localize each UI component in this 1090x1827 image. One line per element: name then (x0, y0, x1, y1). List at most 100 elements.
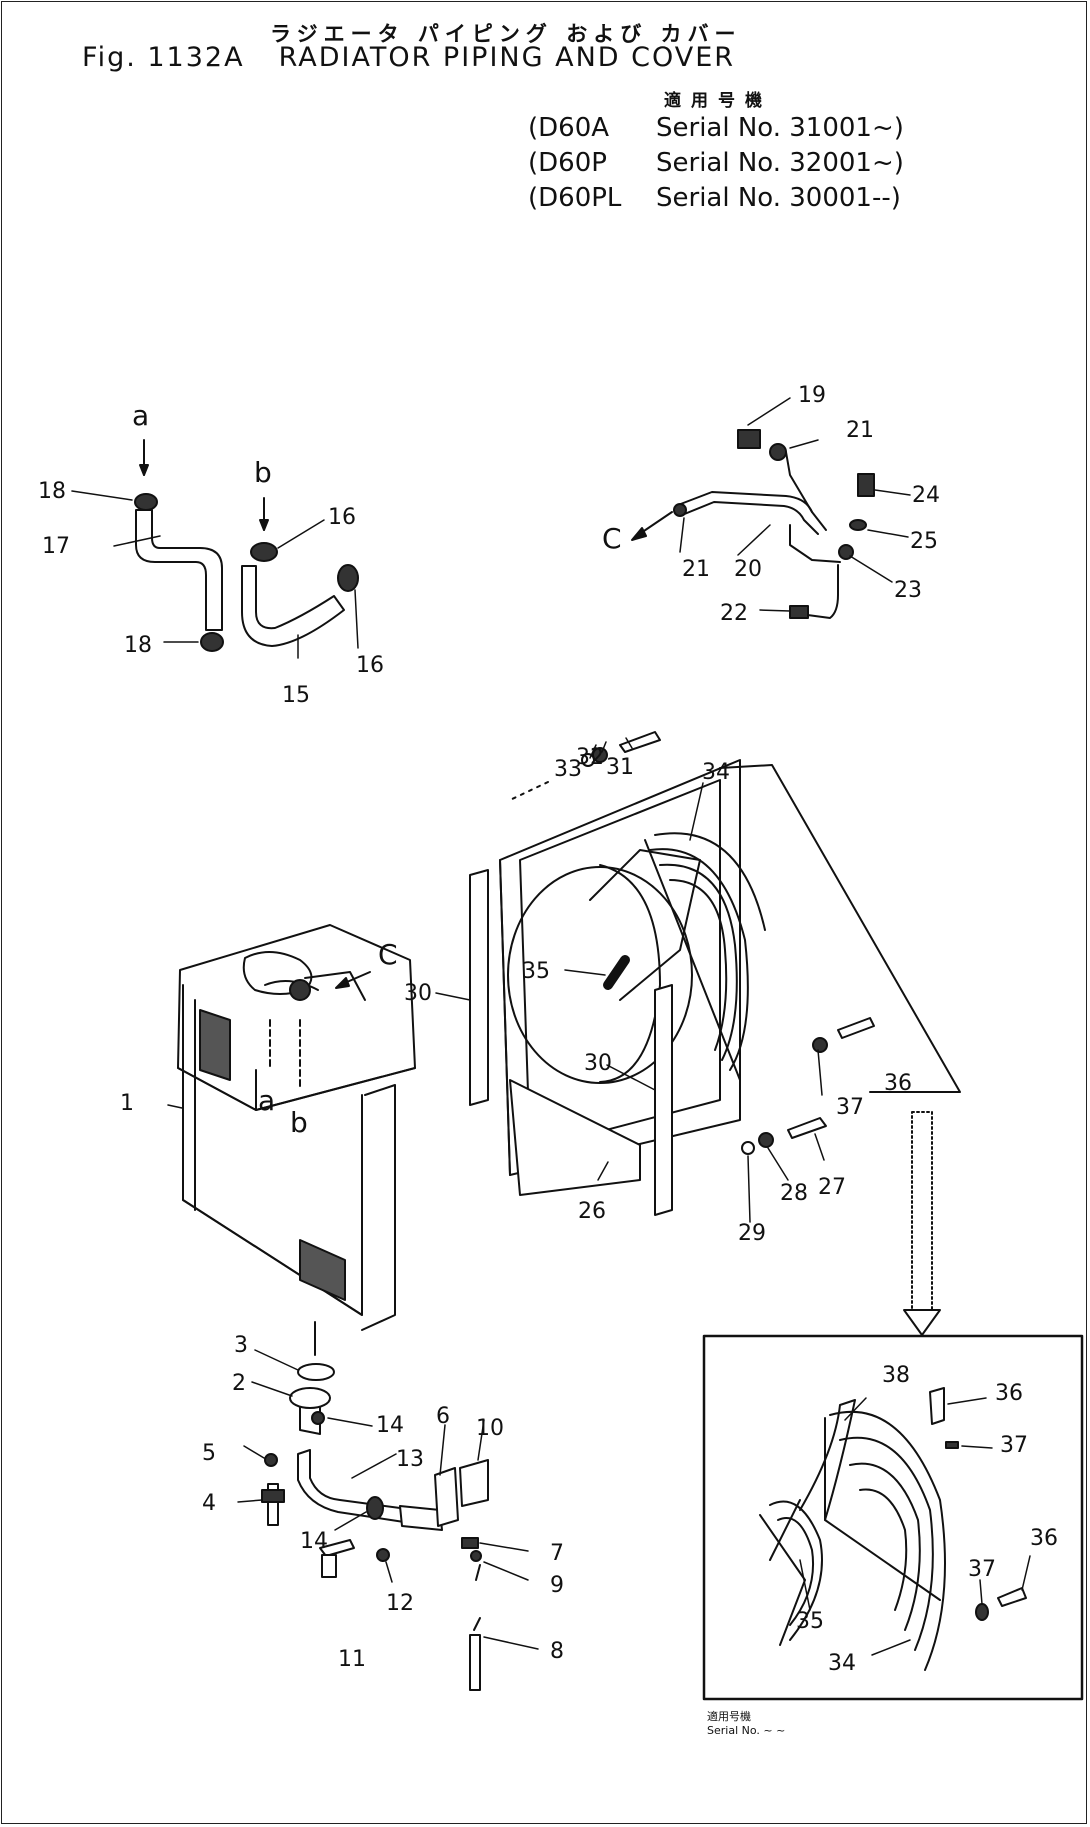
hose-clamp-16-right (337, 564, 359, 592)
bolt-11-shank (319, 1539, 355, 1557)
callout-17: 17 (42, 534, 70, 559)
callout-35: 35 (522, 959, 550, 984)
pipe-13 (297, 1449, 405, 1523)
fan-guard-35-inset (769, 1500, 823, 1641)
bracket-10 (459, 1459, 489, 1507)
bolts-36-37 (812, 1017, 875, 1053)
gasket-25 (849, 519, 867, 531)
hose-clamp-16-upper (250, 542, 278, 562)
bolts-31-33 (581, 731, 661, 767)
fitting-22 (789, 605, 809, 619)
callout-28: 28 (780, 1181, 808, 1206)
hose-clamp-18-upper (134, 493, 158, 511)
callout-22: 22 (720, 601, 748, 626)
fitting-19 (737, 429, 761, 449)
seal-30-left (469, 869, 489, 1106)
callout-21: 21 (682, 557, 710, 582)
radiator-cap (289, 979, 311, 1001)
callout-16: 16 (328, 505, 356, 530)
callout-36: 36 (1030, 1526, 1058, 1551)
callout-35: 35 (796, 1609, 824, 1634)
callout-20: 20 (734, 557, 762, 582)
callout-33: 33 (554, 757, 582, 782)
figure-number: Fig. 1132A (82, 42, 245, 73)
bolt-36-inset-lower (997, 1587, 1027, 1607)
callout-4: 4 (202, 1491, 216, 1516)
callout-18: 18 (38, 479, 66, 504)
callout-12: 12 (386, 1591, 414, 1616)
hose-17 (135, 509, 223, 631)
callout-5: 5 (202, 1441, 216, 1466)
bolt-11 (321, 1554, 337, 1578)
washer-37-inset-lower (975, 1603, 989, 1621)
mark-a-radiator: a (258, 1084, 275, 1117)
callout-labels: a b 18 17 18 16 15 16 19 21 C 21 20 24 2… (38, 383, 1058, 1676)
plug-7 (461, 1537, 479, 1549)
radiator-core-upper (199, 1009, 231, 1081)
washer-5 (264, 1453, 278, 1467)
callout-18: 18 (124, 633, 152, 658)
callout-37: 37 (1000, 1433, 1028, 1458)
mark-c-pipe: C (602, 522, 622, 555)
washer-37 (812, 1037, 828, 1053)
title-japanese: ラジエータ パイピング および カバー (270, 22, 742, 46)
callout-34: 34 (828, 1651, 856, 1676)
bolts-27-29 (741, 1117, 827, 1155)
hose-clamp-18-lower (200, 632, 224, 652)
bolt-36-inset-upper (929, 1387, 945, 1425)
callout-31: 31 (606, 755, 634, 780)
callout-10: 10 (476, 1416, 504, 1441)
bolt-27 (787, 1117, 827, 1139)
clamp-14-upper (311, 1411, 325, 1425)
mark-a-top: a (132, 399, 149, 432)
callout-25: 25 (910, 529, 938, 554)
callout-23: 23 (894, 578, 922, 603)
callout-14: 14 (376, 1413, 404, 1438)
washer-33 (581, 753, 595, 767)
callout-24: 24 (912, 483, 940, 508)
applicability-heading: 適用号機 (664, 91, 772, 111)
washer-37-inset (945, 1441, 959, 1449)
washer-32 (592, 747, 608, 763)
hose-15 (241, 565, 345, 647)
callout-37: 37 (836, 1095, 864, 1120)
callout-29: 29 (738, 1221, 766, 1246)
washer-21-left (673, 503, 687, 517)
callout-9: 9 (550, 1573, 564, 1598)
mark-b-top: b (254, 456, 272, 489)
callout-14: 14 (300, 1529, 328, 1554)
callout-36: 36 (995, 1381, 1023, 1406)
callout-1: 1 (120, 1091, 134, 1116)
mark-c-radiator: C (378, 938, 398, 971)
bolt-36 (837, 1017, 875, 1039)
leader-lines (71, 397, 1031, 1656)
fan-guard-34 (644, 832, 766, 1081)
gasket-3 (297, 1363, 335, 1381)
radiator-1 (177, 924, 416, 1356)
inset-footnote: 適用号機 Serial No. ~ ~ (707, 1710, 786, 1737)
washer-12 (376, 1548, 390, 1562)
callout-11: 11 (338, 1647, 366, 1672)
arrow-to-inset (903, 1111, 941, 1336)
callout-26: 26 (578, 1199, 606, 1224)
radiator-core-lower (299, 1239, 346, 1301)
gasket-9 (470, 1550, 482, 1562)
callout-34: 34 (702, 760, 730, 785)
vent-pipe-assembly (631, 429, 875, 619)
washer-28 (758, 1132, 774, 1148)
callout-27: 27 (818, 1175, 846, 1200)
inset-box (702, 1334, 1084, 1701)
washer-21-upper (769, 443, 787, 461)
callout-30: 30 (404, 981, 432, 1006)
bolt-31 (619, 731, 661, 753)
hose-17-assembly (134, 439, 224, 652)
seal-30-right (654, 984, 673, 1216)
washer-29 (741, 1141, 755, 1155)
callout-8: 8 (550, 1639, 564, 1664)
